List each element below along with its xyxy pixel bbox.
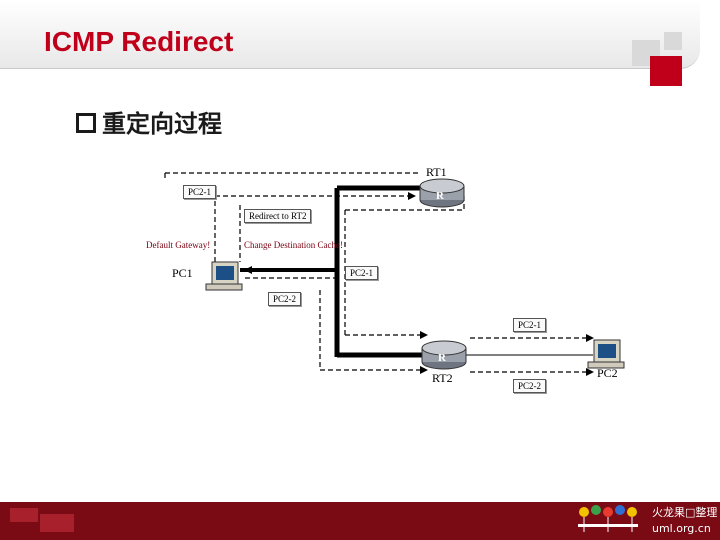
packet-pc2-1-right: PC2-1: [513, 318, 547, 332]
change-cache-note: Change Destination Cache!: [244, 240, 343, 250]
pc2-label: PC2: [597, 366, 618, 380]
slide-title: ICMP Redirect: [44, 26, 234, 57]
router-rt2-icon: [421, 340, 467, 370]
packet-pc2-2-bottom: PC2-2: [513, 379, 547, 393]
bullet-text: 重定向过程: [102, 110, 222, 138]
rt2-label: RT2: [432, 371, 453, 385]
packet-pc2-1-mid: PC2-1: [345, 266, 379, 280]
header-background: [0, 0, 700, 69]
arrowhead-rt2: [420, 331, 428, 339]
decor-square-2: [664, 32, 682, 50]
bullet-item: 重定向过程: [76, 104, 222, 139]
decor-square-3: [650, 56, 682, 86]
packet-pc2-1-top: PC2-1: [183, 185, 217, 199]
pc1-label: PC1: [172, 266, 193, 280]
router-rt1-icon: [419, 178, 465, 208]
rt1-label: RT1: [426, 165, 447, 179]
pc2-computer-icon: [587, 339, 625, 369]
slide-header: ICMP Redirect: [0, 0, 720, 86]
arrowhead-rt2-b: [420, 366, 428, 374]
arrowhead-rt1: [408, 192, 416, 200]
packet-pc2-2-mid: PC2-2: [268, 292, 302, 306]
rt1-router-letter: R: [436, 190, 444, 202]
slide-footer: 火龙果□整理 uml.org.cn: [0, 502, 720, 540]
arrowhead-pc1: [244, 266, 252, 274]
default-gateway-note: Default Gateway!: [146, 240, 211, 250]
footer-decor-2: [40, 514, 74, 532]
footer-logo-icon: [572, 504, 646, 536]
arrowhead-pc2-a: [586, 334, 594, 342]
footer-brand: 火龙果□整理: [652, 506, 718, 519]
footer-decor-1: [10, 508, 38, 522]
rt2-router-letter: R: [438, 352, 446, 364]
bullet-checkbox-icon: [76, 113, 96, 133]
arrowhead-pc2-b: [586, 368, 594, 376]
pc1-computer-icon: [205, 261, 243, 291]
redirect-message: Redirect to RT2: [244, 209, 312, 223]
footer-url[interactable]: uml.org.cn: [652, 522, 711, 535]
